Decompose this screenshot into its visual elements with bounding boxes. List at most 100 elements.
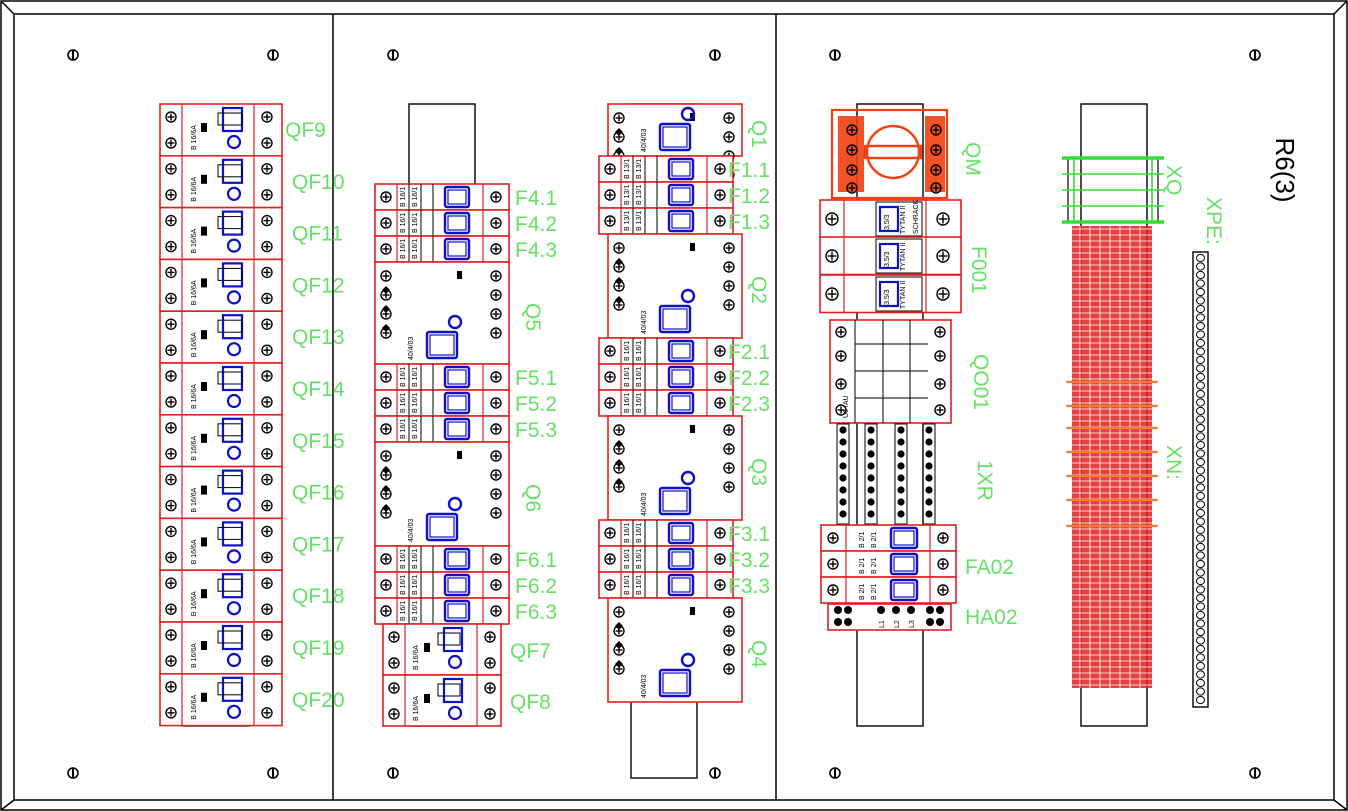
sheet-title: R6(3) [1270,137,1300,202]
rating-mark: 40/4/03 [641,675,648,698]
screw-icon [827,532,839,544]
rating-mark: B 16/1 [636,393,643,413]
screw-icon [165,318,177,330]
terminal-xq-label: XQ [1162,165,1185,195]
load-switch-module: 40/4/03 [607,233,743,339]
rating-mark: B 16/1 [412,601,419,621]
breaker-label: QF16 [292,482,345,505]
breaker-label: QF10 [292,171,345,194]
fuse-label: F6.2 [515,575,557,598]
fuse-block-2-label: FA02 [965,556,1014,579]
toggle-lever-icon [889,578,919,602]
screw-icon [490,423,502,435]
screw-icon [936,287,950,301]
breaker-module: B 16/6A [159,621,283,675]
rating-mark: B 13/1 [624,159,631,179]
screw-icon [723,462,735,474]
rating-mark: B 16/6A [191,695,198,720]
screw-icon [165,214,177,227]
mounting-hole-icon [829,767,841,779]
fuse-label: F5.1 [515,367,557,390]
rating-mark: B 2/1 [859,584,866,600]
screw-icon [604,397,616,409]
screw-icon [490,371,502,383]
screw-icon [604,527,616,539]
rating-mark: B 16/1 [412,393,419,413]
toggle-lever-icon [667,183,695,207]
indicator-label: HA02 [965,606,1018,629]
screw-icon [484,657,496,669]
screw-icon [165,163,177,175]
breaker-module: B 16/6A [159,362,283,416]
rating-mark: B 16/1 [412,575,419,595]
breaker-module: B 16/6A [159,155,283,209]
switch-label: Q5 [521,303,544,331]
rating-mark: B 16/6A [191,591,198,616]
screw-icon [165,396,177,408]
fuse-label: F1.1 [728,159,770,182]
load-switch-module: 40/4/03 [374,261,510,365]
screw-icon [261,240,273,253]
toggle-lever-icon [658,668,692,698]
screw-icon [490,605,502,617]
rating-mark: B 16/1 [400,549,407,569]
mounting-hole-icon [67,49,79,61]
rating-mark: B 16/6A [191,643,198,668]
breaker-label: QF18 [292,585,345,608]
rating-mark: B 16/1 [412,367,419,387]
screw-icon [930,144,942,156]
screw-icon [261,137,273,149]
screw-icon [165,681,177,693]
breaker-label: QF9 [285,119,326,142]
screw-icon [261,681,273,693]
terminal-block-xq [1062,156,1164,224]
fuse-label: F1.2 [728,185,770,208]
screw-icon [380,217,392,229]
toggle-lever-icon [667,209,695,233]
rating-mark: B 16/1 [412,419,419,439]
rating-mark: TYTAN II [900,281,907,309]
screw-icon [604,189,616,201]
rating-mark: B 16/1 [624,367,631,387]
screw-icon [723,261,735,273]
screw-icon [723,644,735,656]
switch-label: Q2 [747,276,770,304]
screw-icon [380,553,392,565]
toggle-lever-icon [667,365,695,389]
screw-icon [846,144,858,156]
screw-icon [380,243,392,255]
screw-icon [388,657,400,669]
screw-icon [604,163,616,175]
screw-icon [490,243,502,255]
screw-icon [825,249,839,263]
rating-mark: B 16/1 [400,601,407,621]
screw-icon [380,423,392,435]
contactor-module: U6 /AU [829,319,952,424]
rating-mark: TYTAN II [900,206,907,234]
terminal-xn-label: XN: [1162,445,1185,480]
terminal-block-xn [1066,226,1158,688]
rating-mark: 40/4/03 [408,337,415,360]
screw-icon [380,270,392,282]
screw-icon [380,191,392,203]
screw-icon [165,707,177,719]
toggle-lever-icon [889,552,919,576]
breaker-module: B 16/6A [159,103,283,157]
screw-icon [261,214,273,227]
rating-mark: L2 [894,620,901,628]
fuse-module: TYTAN II3,5/3 [819,274,962,314]
fuse-label: F4.3 [515,239,557,262]
screw-icon [723,481,735,493]
screw-icon [827,558,839,570]
fuse-label: F2.1 [728,341,770,364]
screw-icon [723,424,735,436]
screw-icon [490,397,502,409]
screw-icon [165,137,177,149]
fuse-label: F3.1 [728,523,770,546]
rating-mark: B 16/1 [412,239,419,259]
